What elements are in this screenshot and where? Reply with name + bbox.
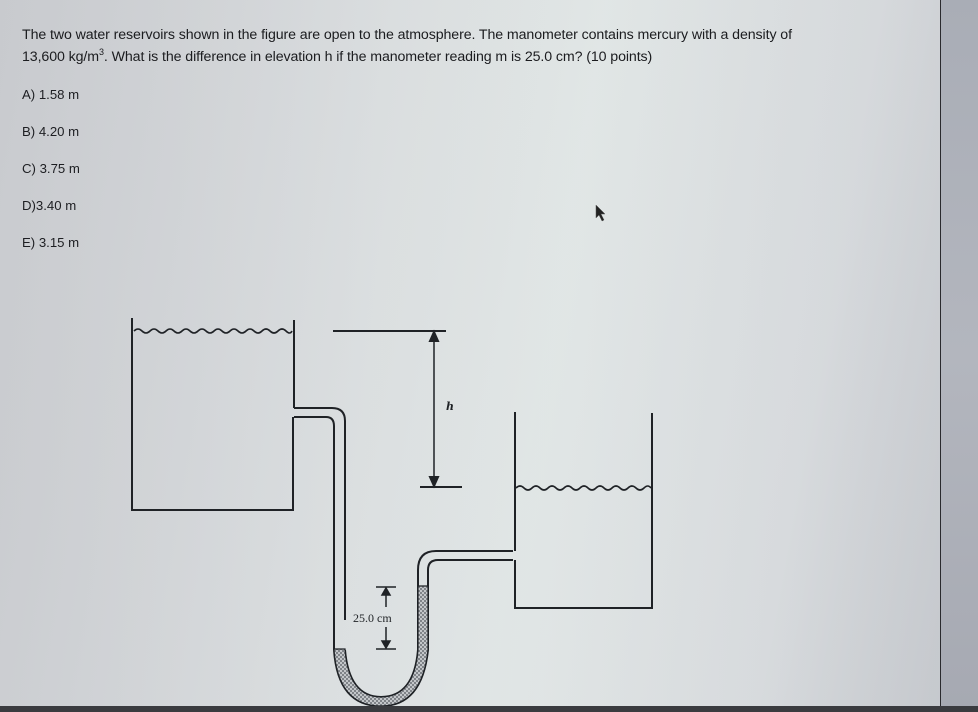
question-line-2-rest: . What is the difference in elevation h … [103,49,653,65]
page-edge-divider [940,0,941,712]
question-line-2: 13,600 kg/m3. What is the difference in … [22,46,922,68]
right-margin [941,0,978,712]
mouse-pointer-icon [595,204,606,222]
mercury-column [333,585,429,707]
option-e[interactable]: E) 3.15 m [22,235,80,250]
h-label: h [446,400,454,413]
left-reservoir [131,318,295,511]
right-reservoir [514,412,653,609]
bottom-edge [0,706,978,712]
density-value: 13,600 kg/m [22,49,99,65]
option-c[interactable]: C) 3.75 m [22,161,80,176]
manometer-reading-dimension [376,586,396,650]
option-a[interactable]: A) 1.58 m [22,87,80,102]
density-exponent: 3 [98,47,104,57]
option-d[interactable]: D)3.40 m [22,198,77,213]
manometer-reading-label: 25.0 cm [353,611,392,625]
document-page [0,0,941,712]
question-text: The two water reservoirs shown in the fi… [22,24,922,68]
h-dimension [333,329,462,489]
answer-options: A) 1.58 m B) 4.20 m C) 3.75 m D)3.40 m E… [22,85,80,270]
manometer-tube [294,407,513,708]
question-line-1: The two water reservoirs shown in the fi… [22,27,792,43]
option-b[interactable]: B) 4.20 m [22,124,80,139]
